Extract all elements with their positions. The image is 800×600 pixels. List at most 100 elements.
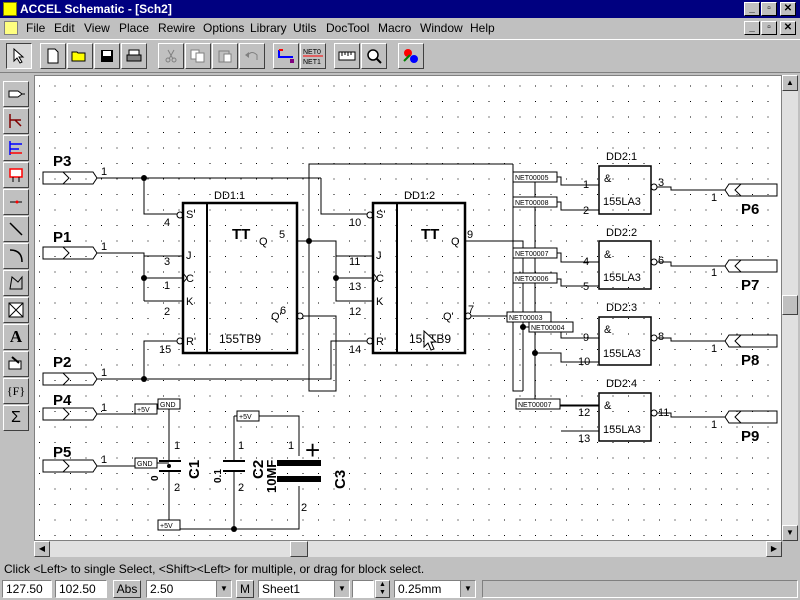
ff2-ref: DD1:2 [404, 190, 435, 202]
place-port-button[interactable] [3, 81, 29, 107]
print-button[interactable] [121, 43, 147, 69]
gate-dd2-3-body[interactable] [598, 316, 652, 366]
port-p9[interactable] [724, 410, 778, 424]
scroll-down-button[interactable]: ▼ [782, 525, 798, 541]
menu-place[interactable]: Place [119, 21, 150, 35]
grid-dropdown[interactable]: 2.50 ▼ [146, 580, 232, 598]
scroll-right-button[interactable]: ▶ [766, 541, 782, 557]
port-p5[interactable] [42, 459, 98, 473]
ff1-pin-k: 2 [164, 306, 170, 318]
y-coordinate-field[interactable]: 102.50 [55, 580, 107, 598]
doc-restore-button[interactable]: ▫ [761, 21, 777, 35]
zoom-button[interactable] [361, 43, 387, 69]
gate-dd2-1-body[interactable] [598, 165, 652, 215]
open-file-button[interactable] [67, 43, 93, 69]
m-button[interactable]: M [236, 580, 254, 598]
port-label-p8: P8 [741, 352, 759, 369]
copy-button[interactable] [185, 43, 211, 69]
place-attribute-button[interactable] [3, 351, 29, 377]
place-arc-button[interactable] [3, 243, 29, 269]
gate-dd2-4-body[interactable] [598, 392, 652, 442]
net-rename-button[interactable]: NET0 NET1 [300, 43, 326, 69]
sheet-dropdown-arrow-icon[interactable]: ▼ [334, 581, 349, 597]
place-wire-button[interactable] [3, 135, 29, 161]
capacitor-c1[interactable] [159, 460, 181, 472]
place-field-button[interactable] [3, 297, 29, 323]
menu-macro[interactable]: Macro [378, 21, 412, 35]
vertical-scroll-thumb[interactable] [782, 295, 798, 315]
place-field-f-button[interactable]: {F} [3, 378, 29, 404]
port-label-p4: P4 [53, 392, 72, 409]
layer-spinner[interactable]: ▲▼ [375, 580, 390, 598]
scroll-up-button[interactable]: ▲ [782, 75, 798, 91]
paste-button[interactable] [212, 43, 238, 69]
line-width-dropdown[interactable]: 0.25mm ▼ [394, 580, 476, 598]
port-p4[interactable] [42, 407, 98, 421]
horizontal-scroll-thumb[interactable] [290, 541, 308, 557]
doc-minimize-button[interactable]: _ [744, 21, 760, 35]
maximize-button[interactable]: ▫ [761, 2, 777, 16]
horizontal-scrollbar[interactable]: ◀ ▶ [34, 541, 782, 557]
net-label-1: NET00005 [515, 175, 549, 182]
abs-button[interactable]: Abs [113, 580, 141, 598]
route-wire-button[interactable] [273, 43, 299, 69]
menu-file[interactable]: File [26, 21, 46, 35]
net-label-4: NET00006 [515, 276, 549, 283]
document-icon[interactable] [4, 21, 18, 35]
port-p6[interactable] [724, 183, 778, 197]
save-button[interactable] [94, 43, 120, 69]
place-text-button[interactable]: A [3, 324, 29, 350]
title-bar: ACCEL Schematic - [Sch2] _ ▫ ✕ [0, 0, 800, 18]
vertical-scrollbar[interactable]: ▲ ▼ [782, 75, 798, 541]
select-tool-button[interactable] [6, 43, 32, 69]
port-p8[interactable] [724, 334, 778, 348]
net-label-6: NET00004 [531, 325, 565, 332]
c1-value: 0 [150, 475, 161, 481]
place-part-button[interactable] [3, 162, 29, 188]
component-button[interactable] [398, 43, 424, 69]
menu-rewire[interactable]: Rewire [158, 21, 196, 35]
scroll-left-button[interactable]: ◀ [34, 541, 50, 557]
place-bus-button[interactable] [3, 108, 29, 134]
grid-dropdown-arrow-icon[interactable]: ▼ [216, 581, 231, 597]
app-icon[interactable] [3, 2, 17, 16]
menu-utils[interactable]: Utils [293, 21, 317, 35]
capacitor-c3[interactable] [277, 460, 321, 482]
layer-field[interactable] [352, 580, 374, 598]
sheet-dropdown[interactable]: Sheet1 ▼ [258, 580, 350, 598]
schematic-canvas[interactable]: P3 P1 P2 P4 P5 P6 P7 P8 P9 1 1 1 1 1 1 1… [34, 75, 782, 541]
menu-edit[interactable]: Edit [54, 21, 75, 35]
undo-button[interactable] [239, 43, 265, 69]
place-polygon-button[interactable] [3, 270, 29, 296]
sigma-icon: Σ [11, 409, 21, 426]
place-line-button[interactable] [3, 216, 29, 242]
port-label-p3: P3 [53, 153, 71, 170]
menu-options[interactable]: Options [203, 21, 245, 35]
line-width-dropdown-arrow-icon[interactable]: ▼ [460, 581, 475, 597]
measure-button[interactable] [334, 43, 360, 69]
status-hint: Click <Left> to single Select, <Shift><L… [4, 562, 425, 576]
minimize-button[interactable]: _ [744, 2, 760, 16]
gate-dd2-2-body[interactable] [598, 240, 652, 290]
x-coordinate-field[interactable]: 127.50 [2, 580, 52, 598]
menu-doctool[interactable]: DocTool [326, 21, 370, 35]
new-file-button[interactable] [40, 43, 66, 69]
close-button[interactable]: ✕ [780, 2, 796, 16]
place-sum-button[interactable]: Σ [3, 405, 29, 431]
schematic-drawing[interactable]: P3 P1 P2 P4 P5 P6 P7 P8 P9 1 1 1 1 1 1 1… [35, 76, 782, 541]
menu-window[interactable]: Window [420, 21, 463, 35]
port-p3[interactable] [42, 171, 98, 185]
menu-library[interactable]: Library [250, 21, 287, 35]
gate2-sym: & [604, 249, 612, 261]
ff2-pin-r: 14 [349, 344, 361, 356]
port-p2[interactable] [42, 372, 98, 386]
menu-help[interactable]: Help [470, 21, 495, 35]
port-p7[interactable] [724, 259, 778, 273]
place-pin-button[interactable] [3, 189, 29, 215]
port-p1[interactable] [42, 246, 98, 260]
doc-close-button[interactable]: ✕ [780, 21, 796, 35]
menu-view[interactable]: View [84, 21, 110, 35]
field-f-icon: {F} [6, 383, 26, 398]
capacitor-c2[interactable] [223, 460, 245, 472]
cut-button[interactable] [158, 43, 184, 69]
